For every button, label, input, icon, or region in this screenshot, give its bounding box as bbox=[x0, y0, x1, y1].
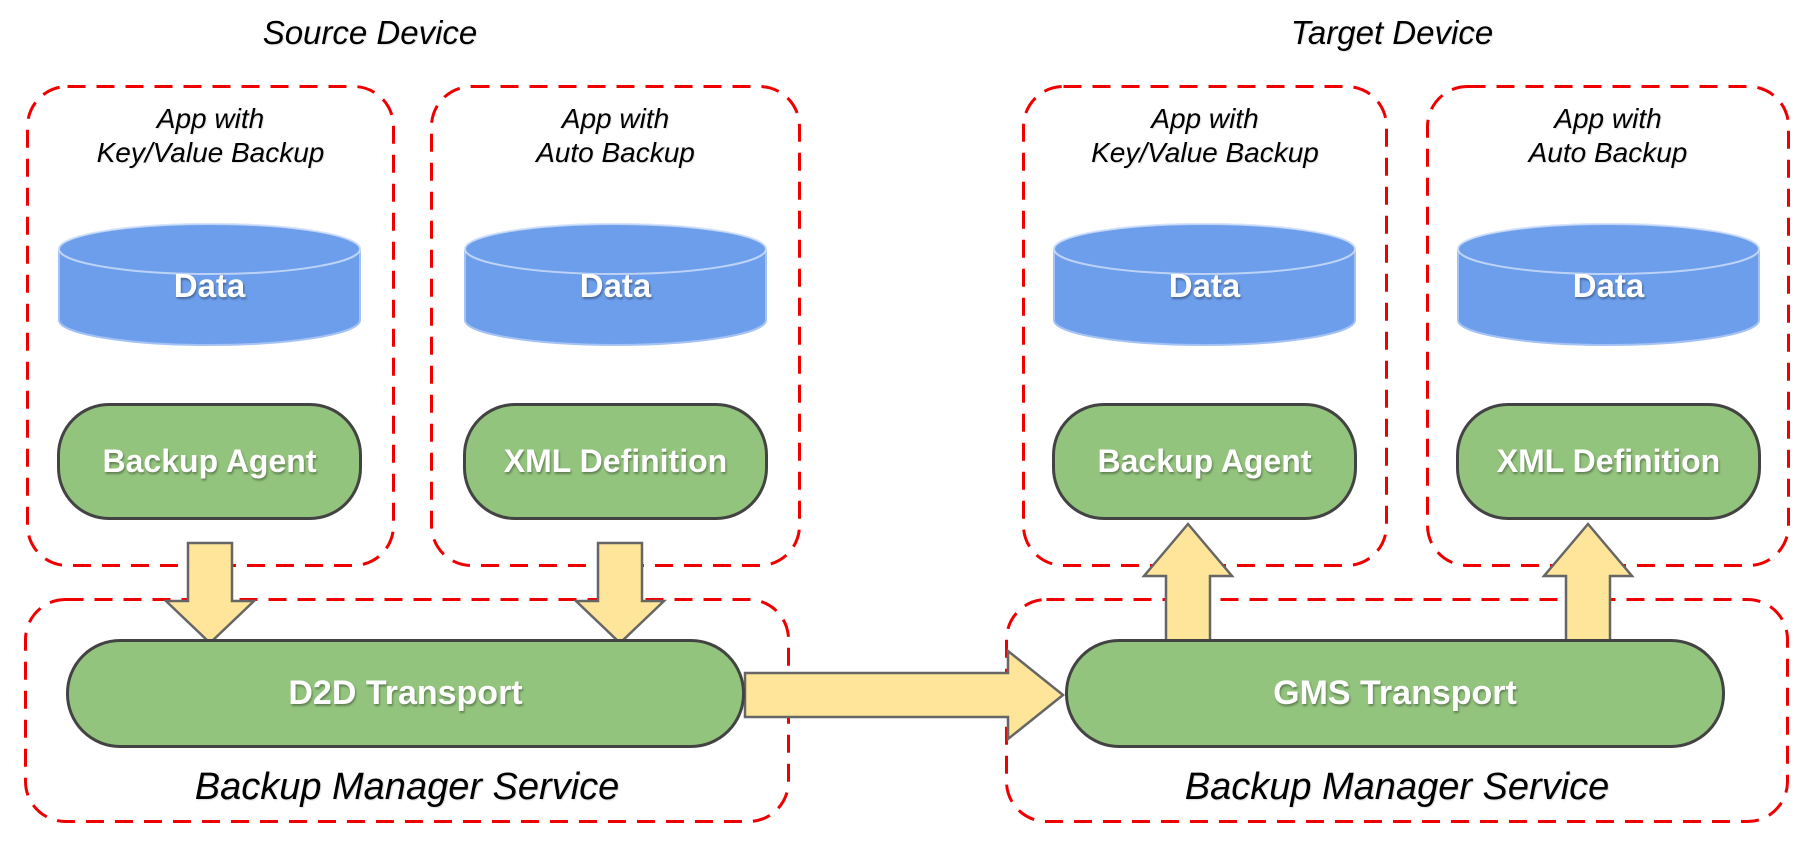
app-box-title-source-auto: App with Auto Backup bbox=[536, 103, 695, 168]
source-device-title: Source Device bbox=[262, 14, 478, 51]
down-arrow-icon-backup-agent bbox=[162, 541, 258, 645]
xml-definition-pill-source: XML Definition bbox=[463, 403, 768, 520]
gms-transport-pill: GMS Transport bbox=[1065, 639, 1725, 748]
backup-manager-service-label-target: Backup Manager Service bbox=[1184, 766, 1610, 808]
target-device-title: Target Device bbox=[1290, 14, 1494, 51]
up-arrow-icon-backup-agent bbox=[1141, 522, 1235, 646]
backup-manager-service-label-source: Backup Manager Service bbox=[194, 766, 620, 808]
data-cylinder-source-auto bbox=[464, 223, 767, 346]
transfer-arrow-icon-d2d-to-gms bbox=[743, 648, 1066, 742]
backup-agent-pill-source: Backup Agent bbox=[57, 403, 362, 520]
d2d-transport-pill: D2D Transport bbox=[66, 639, 745, 748]
data-cylinder-target-keyvalue bbox=[1053, 223, 1356, 346]
backup-agent-pill-target: Backup Agent bbox=[1052, 403, 1357, 520]
data-cylinder-target-auto bbox=[1457, 223, 1760, 346]
data-cylinder-label: Data bbox=[579, 267, 652, 304]
app-box-title-target-keyvalue: App with Key/Value Backup bbox=[1091, 103, 1319, 168]
data-cylinder-label: Data bbox=[173, 267, 246, 304]
data-cylinder-source-keyvalue bbox=[58, 223, 361, 346]
xml-definition-pill-target: XML Definition bbox=[1456, 403, 1761, 520]
app-box-title-source-keyvalue: App with Key/Value Backup bbox=[96, 103, 325, 168]
data-cylinder-label: Data bbox=[1572, 267, 1645, 304]
data-cylinder-label: Data bbox=[1168, 267, 1241, 304]
app-box-title-target-auto: App with Auto Backup bbox=[1528, 103, 1688, 168]
up-arrow-icon-xml-definition bbox=[1541, 522, 1635, 646]
down-arrow-icon-xml-definition bbox=[572, 541, 668, 645]
